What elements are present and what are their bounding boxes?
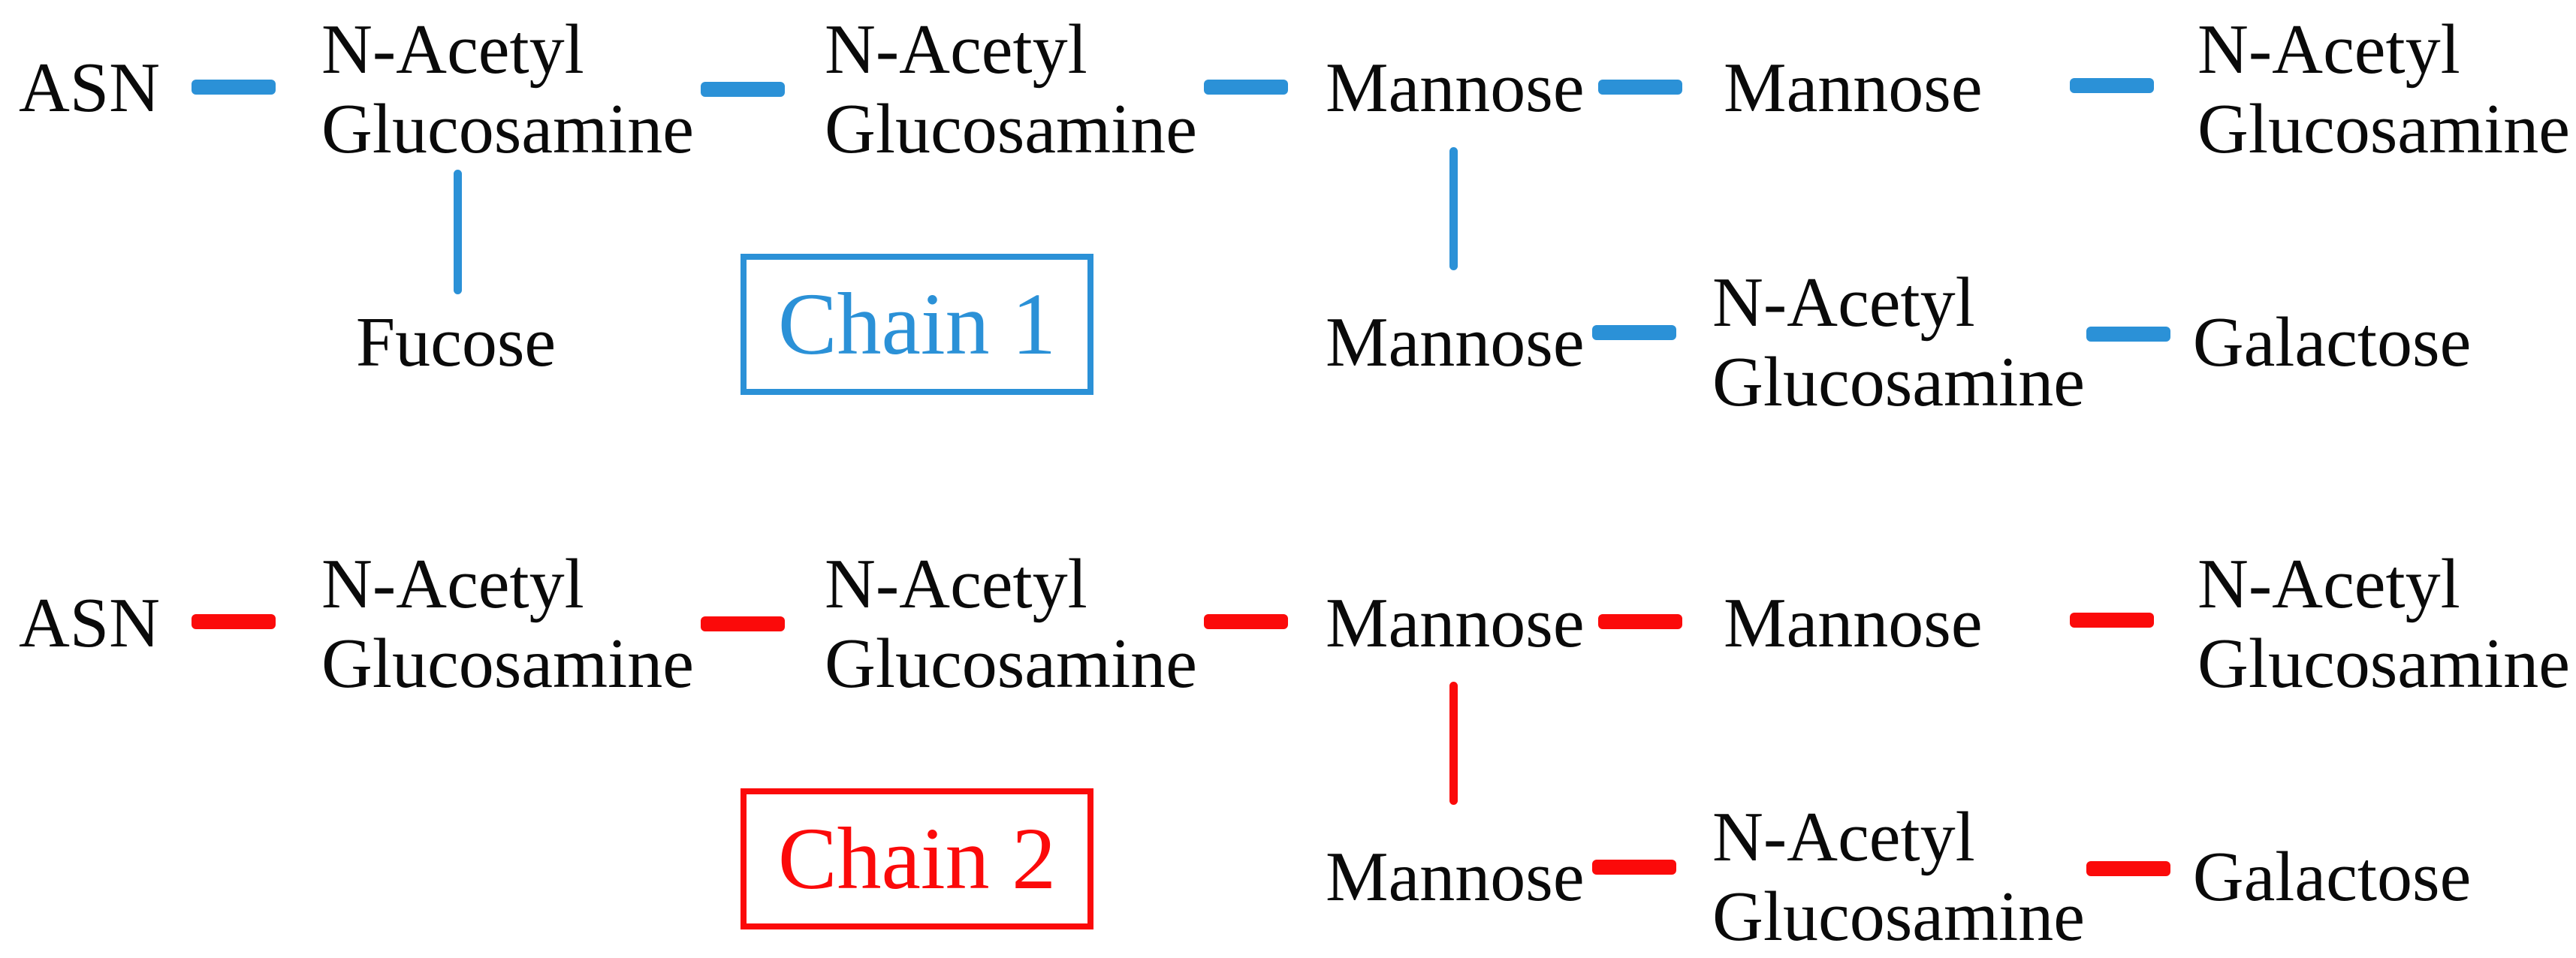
node-label-line: Glucosamine xyxy=(1712,343,2085,421)
node-label-line: Mannose xyxy=(1326,49,1585,127)
chain-2-bond-glcnac4-galactose xyxy=(2086,861,2170,876)
chain-2-bond-mannose1-mannose3 xyxy=(1449,682,1458,805)
node-label-line: Glucosamine xyxy=(2197,625,2570,703)
chain-1-bond-asn-glcnac1 xyxy=(192,80,276,95)
chain-1-label-box: Chain 1 xyxy=(741,254,1093,395)
node-label-line: N-Acetyl xyxy=(321,11,584,89)
node-label-line: ASN xyxy=(18,49,161,127)
chain-1-bond-glcnac1-fucose xyxy=(454,170,462,294)
chain-2-node-asn: ASN xyxy=(11,583,168,663)
node-label-line: N-Acetyl xyxy=(2197,545,2460,623)
chain-1-bond-mannose3-glcnac4 xyxy=(1592,325,1676,340)
node-label-line: Galactose xyxy=(2192,838,2472,916)
node-label-line: N-Acetyl xyxy=(1712,798,1975,876)
chain-1-bond-glcnac4-galactose xyxy=(2086,327,2170,342)
node-label-line: ASN xyxy=(18,584,161,662)
chain-1-label: Chain 1 xyxy=(777,275,1057,373)
node-label-line: Fucose xyxy=(355,303,557,381)
chain-1-node-mannose-2: Mannose xyxy=(1724,48,1983,128)
chain-1-bond-mannose1-mannose3 xyxy=(1449,147,1458,270)
chain-2-node-mannose-1: Mannose xyxy=(1326,583,1585,663)
node-label-line: Glucosamine xyxy=(321,90,694,168)
chain-2-bond-mannose3-glcnac4 xyxy=(1592,860,1676,875)
chain-1-bond-glcnac1-glcnac2 xyxy=(701,82,785,97)
node-label-line: Glucosamine xyxy=(825,625,1197,703)
chain-2-bond-mannose1-mannose2 xyxy=(1598,614,1682,629)
node-label-line: N-Acetyl xyxy=(1712,264,1975,342)
chain-2-node-mannose-3: Mannose xyxy=(1326,837,1585,917)
chain-2-node-galactose: Galactose xyxy=(2189,837,2475,917)
chain-1-node-mannose-3: Mannose xyxy=(1326,303,1585,382)
chain-1-bond-glcnac2-mannose1 xyxy=(1204,80,1288,95)
chain-2-label: Chain 2 xyxy=(777,809,1057,908)
node-label-line: N-Acetyl xyxy=(825,11,1087,89)
node-label-line: Glucosamine xyxy=(825,90,1197,168)
node-label-line: Glucosamine xyxy=(1712,878,2085,956)
chain-2-bond-mannose2-glcnac3 xyxy=(2070,613,2154,628)
node-label-line: Mannose xyxy=(1724,584,1983,662)
chain-2-bond-glcnac1-glcnac2 xyxy=(701,616,785,631)
node-label-line: N-Acetyl xyxy=(321,545,584,623)
node-label-line: Galactose xyxy=(2192,303,2472,381)
node-label-line: Mannose xyxy=(1724,49,1983,127)
chain-2-node-mannose-2: Mannose xyxy=(1724,583,1983,663)
chain-1-node-galactose: Galactose xyxy=(2189,303,2475,382)
node-label-line: Mannose xyxy=(1326,838,1585,916)
chain-2-bond-glcnac2-mannose1 xyxy=(1204,614,1288,629)
chain-1-node-mannose-1: Mannose xyxy=(1326,48,1585,128)
node-label-line: N-Acetyl xyxy=(2197,11,2460,89)
chain-2-bond-asn-glcnac1 xyxy=(192,614,276,629)
chain-1-bond-mannose2-glcnac3 xyxy=(2070,78,2154,93)
node-label-line: Glucosamine xyxy=(2197,90,2570,168)
node-label-line: Glucosamine xyxy=(321,625,694,703)
chain-1-node-fucose: Fucose xyxy=(351,303,561,382)
chain-2-label-box: Chain 2 xyxy=(741,788,1093,929)
node-label-line: Mannose xyxy=(1326,303,1585,381)
chain-1-node-asn: ASN xyxy=(11,48,168,128)
chain-1-bond-mannose1-mannose2 xyxy=(1598,80,1682,95)
node-label-line: N-Acetyl xyxy=(825,545,1087,623)
node-label-line: Mannose xyxy=(1326,584,1585,662)
